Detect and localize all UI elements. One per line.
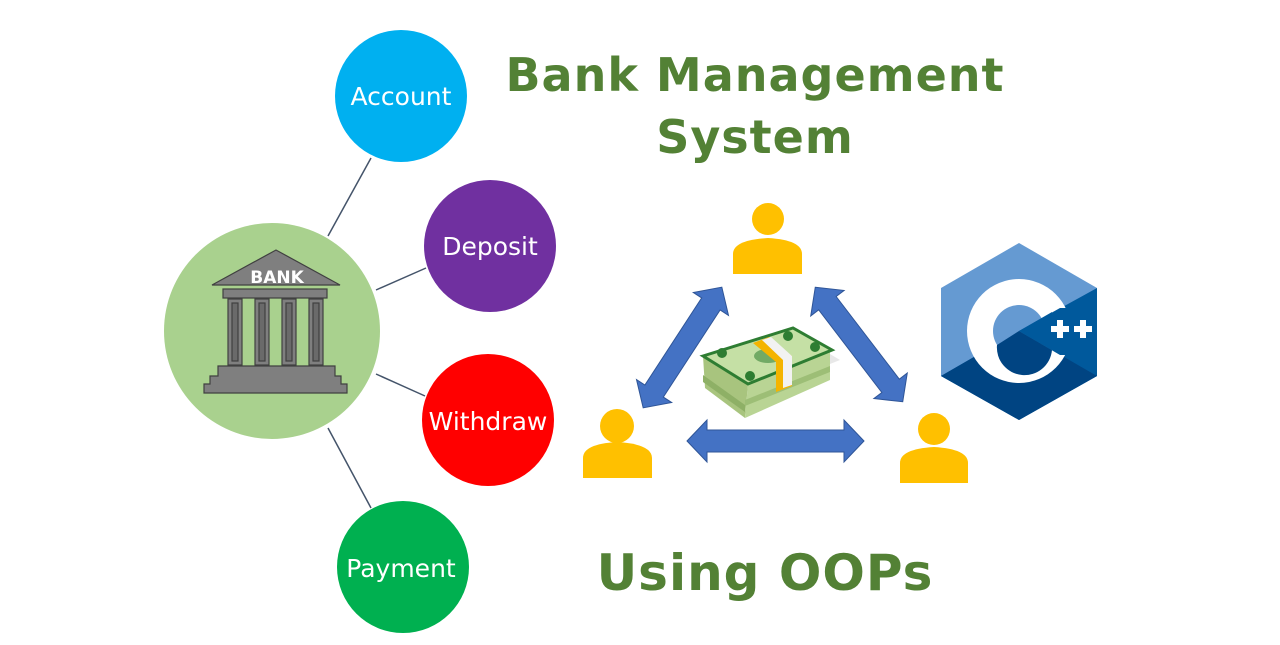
money-stack-icon xyxy=(699,326,840,418)
node-deposit: Deposit xyxy=(424,180,556,312)
node-account-label: Account xyxy=(351,82,452,111)
user-icon-right xyxy=(900,413,968,483)
bank-building-icon xyxy=(203,249,348,394)
people-group xyxy=(583,203,968,483)
node-withdraw: Withdraw xyxy=(422,354,554,486)
connector-account xyxy=(327,157,372,237)
cpp-plus-signs xyxy=(1051,320,1092,338)
user-icon-top xyxy=(733,203,802,274)
bank-hub: BANK xyxy=(164,223,380,439)
connector-payment xyxy=(327,427,372,509)
cpp-logo-icon xyxy=(941,243,1097,420)
node-payment-label: Payment xyxy=(346,554,456,583)
connector-withdraw xyxy=(375,373,426,397)
double-arrow-left xyxy=(635,286,730,409)
title-line-1: Bank Management xyxy=(505,48,1005,102)
double-arrow-bottom xyxy=(686,418,865,464)
node-deposit-label: Deposit xyxy=(442,232,538,261)
connector-deposit xyxy=(375,267,427,291)
transfer-arrows xyxy=(635,286,908,464)
node-withdraw-label: Withdraw xyxy=(429,407,548,436)
subtitle: Using OOPs xyxy=(596,544,934,602)
connector-lines xyxy=(327,157,427,509)
node-payment: Payment xyxy=(337,501,469,633)
bank-label: BANK xyxy=(250,268,304,288)
node-account: Account xyxy=(335,30,467,162)
double-arrow-right xyxy=(810,286,908,403)
title-line-2: System xyxy=(656,110,854,164)
user-icon-left xyxy=(583,409,652,478)
